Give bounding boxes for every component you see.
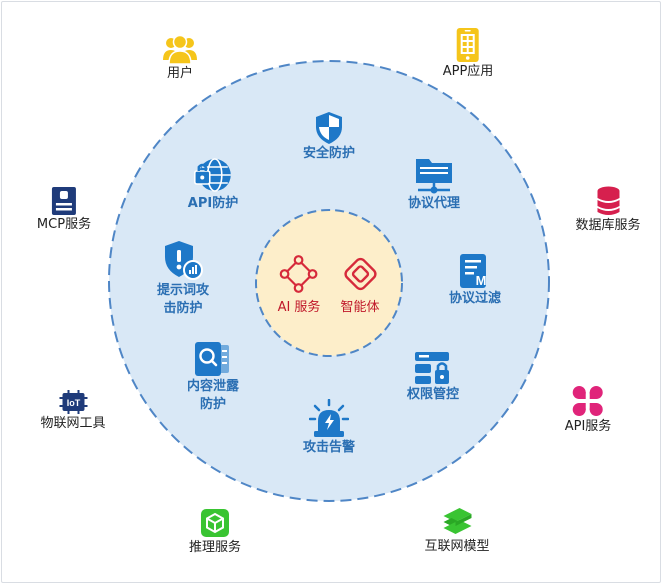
file-search-icon — [194, 342, 229, 376]
shield-icon — [315, 112, 342, 144]
node-app: APP应用 — [442, 27, 494, 81]
api-service-icon — [572, 386, 603, 416]
node-protocol-proxy: 协议代理 — [408, 155, 460, 213]
node-agent: 智能体 — [340, 255, 380, 317]
users-icon — [163, 34, 197, 65]
alarm-light-icon — [308, 399, 349, 437]
inference-cube-icon — [200, 509, 229, 537]
permission-lock-icon — [414, 352, 449, 384]
node-content-leak: 内容泄露 防护 — [187, 340, 239, 414]
node-iot-tool: IoT 物联网工具 — [40, 389, 106, 433]
ai-nodes-icon — [280, 255, 318, 293]
ai-service-label: AI 服务 — [277, 300, 321, 315]
attack-alert-label: 攻击告警 — [302, 440, 356, 455]
network-folder-icon — [415, 159, 452, 194]
shield-alert-chart-icon — [164, 241, 203, 280]
node-access-control: 权限管控 — [407, 350, 459, 404]
node-api-protect: API防护 — [188, 155, 238, 213]
agent-diamond-icon — [343, 257, 377, 291]
node-database: 数据库服务 — [575, 185, 641, 235]
access-control-label: 权限管控 — [406, 387, 460, 402]
iot-badge-text: IoT — [66, 398, 80, 408]
iot-chip-icon: IoT — [58, 390, 87, 414]
mcp-document-icon — [51, 187, 76, 215]
protocol-filter-badge: M — [476, 273, 487, 288]
users-label: 用户 — [166, 66, 193, 81]
node-attack-alert: 攻击告警 — [303, 399, 355, 457]
document-m-icon: M — [459, 254, 487, 288]
internet-model-icon — [442, 508, 471, 534]
protocol-proxy-label: 协议代理 — [407, 196, 461, 211]
database-icon — [596, 186, 619, 215]
node-inference: 推理服务 — [189, 507, 241, 557]
prompt-attack-label-line2: 击防护 — [163, 301, 203, 316]
mobile-app-icon — [456, 28, 479, 62]
security-label: 安全防护 — [302, 146, 356, 161]
node-mcp: MCP服务 — [37, 186, 91, 234]
database-label: 数据库服务 — [575, 218, 641, 233]
api-protect-label: API防护 — [187, 196, 239, 211]
node-ai-service: AI 服务 — [277, 255, 321, 317]
internet-model-label: 互联网模型 — [424, 539, 490, 554]
iot-tool-label: 物联网工具 — [40, 416, 106, 431]
agent-label: 智能体 — [340, 300, 380, 315]
core-circle — [255, 209, 403, 357]
node-security: 安全防护 — [303, 111, 355, 163]
node-internet-model: 互联网模型 — [424, 506, 490, 556]
prompt-attack-label-line1: 提示词攻 — [156, 283, 210, 298]
protocol-filter-label: 协议过滤 — [448, 291, 502, 306]
node-prompt-attack: 提示词攻 击防护 — [157, 240, 209, 318]
globe-lock-icon — [194, 158, 231, 192]
app-label: APP应用 — [442, 64, 494, 79]
mcp-label: MCP服务 — [36, 217, 92, 232]
node-protocol-filter: M 协议过滤 — [449, 252, 501, 308]
api-service-label: API服务 — [564, 419, 612, 434]
content-leak-label-line1: 内容泄露 — [186, 379, 240, 394]
node-users: 用户 — [162, 33, 198, 83]
content-leak-label-line2: 防护 — [199, 397, 227, 412]
inference-label: 推理服务 — [188, 540, 242, 555]
node-api-service: API服务 — [564, 384, 612, 436]
